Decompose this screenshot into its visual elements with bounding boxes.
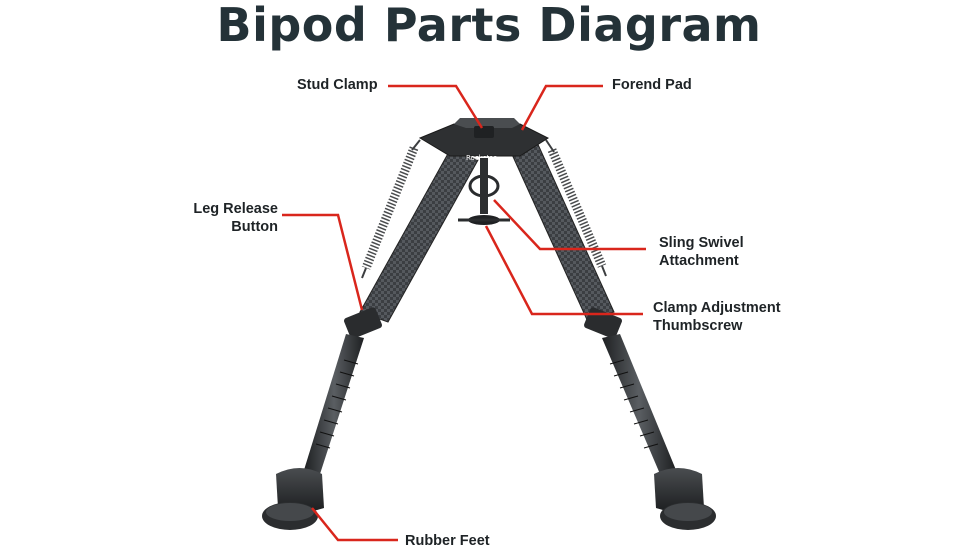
label-clamp-adjust-line1: Clamp Adjustment <box>653 300 781 316</box>
label-leg-release: Leg Release Button <box>170 200 278 236</box>
leader-stud-clamp <box>388 84 484 129</box>
label-clamp-adjustment: Clamp Adjustment Thumbscrew <box>653 299 781 335</box>
label-sling-swivel-line1: Sling Swivel <box>659 235 744 251</box>
label-rubber-feet: Rubber Feet <box>405 533 490 549</box>
label-leg-release-line1: Leg Release <box>193 201 278 217</box>
leader-leg-release <box>282 213 364 311</box>
label-leg-release-line2: Button <box>231 219 278 235</box>
label-forend-pad: Forend Pad <box>612 77 692 93</box>
leader-sling-swivel <box>493 199 646 251</box>
leader-forend-pad <box>520 84 603 131</box>
leader-lines <box>282 84 646 542</box>
left-leg <box>262 149 479 530</box>
label-sling-swivel: Sling Swivel Attachment <box>659 234 744 270</box>
left-rubber-foot <box>262 468 324 530</box>
forend-pad <box>454 118 520 128</box>
leader-rubber-feet <box>311 507 398 542</box>
label-sling-swivel-line2: Attachment <box>659 253 739 269</box>
right-spring <box>545 139 607 277</box>
label-clamp-adjust-line2: Thumbscrew <box>653 318 743 334</box>
label-stud-clamp: Stud Clamp <box>297 77 378 93</box>
right-rubber-foot <box>654 468 716 530</box>
center-body: Rockstar <box>418 118 550 225</box>
left-spring <box>361 139 421 279</box>
stud-clamp <box>474 126 494 138</box>
leader-clamp-adjust <box>484 225 643 316</box>
right-leg <box>509 139 716 530</box>
diagram-title: Bipod Parts Diagram <box>216 0 762 52</box>
